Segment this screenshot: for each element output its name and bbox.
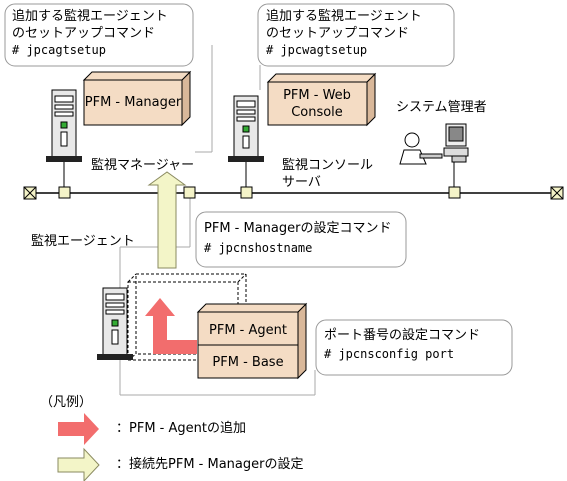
callout-text: 追加する監視エージェント xyxy=(266,8,422,24)
command-text: # jpcnsconfig port xyxy=(324,347,454,361)
callout-web-setup: 追加する監視エージェント のセットアップコマンド # jpcwagtsetup xyxy=(257,3,455,67)
network-node xyxy=(183,186,196,199)
monitoring-console-label: サーバ xyxy=(282,175,321,190)
command-text: # jpcwagtsetup xyxy=(266,43,367,57)
terminator-icon xyxy=(550,186,564,200)
component-label: Console xyxy=(291,105,343,120)
agent-add-arrow xyxy=(145,298,197,354)
connection-arrow xyxy=(147,171,187,269)
callout-text: PFM - Managerの設定コマンド xyxy=(204,220,391,236)
network-node xyxy=(58,186,71,199)
component-label: PFM - Agent xyxy=(209,323,287,338)
component-label: PFM - Base xyxy=(212,355,283,370)
server-tower-icon xyxy=(46,89,82,162)
admin-workstation-icon xyxy=(399,123,469,165)
legend-red-arrow-icon xyxy=(58,413,99,445)
legend-title: （凡例） xyxy=(40,395,92,410)
pfm-manager-box: PFM - Manager xyxy=(82,70,192,127)
callout-port: ポート番号の設定コマンド # jpcnsconfig port xyxy=(315,319,513,376)
legend-yellow-text: ：接続先PFM - Managerの設定 xyxy=(116,456,303,472)
legend: （凡例） ：PFM - Agentの追加 ：接続先PFM - Managerの設… xyxy=(40,395,303,481)
callout-agent-setup: 追加する監視エージェント のセットアップコマンド # jpcagtsetup xyxy=(4,3,194,67)
legend-yellow-arrow-icon xyxy=(57,447,100,481)
server-tower-icon xyxy=(228,95,264,162)
terminator-icon xyxy=(23,186,37,200)
callout-text: ポート番号の設定コマンド xyxy=(324,327,480,343)
legend-red-text: ：PFM - Agentの追加 xyxy=(116,420,246,436)
monitoring-agent-label: 監視エージェント xyxy=(31,233,135,249)
pfm-agent-box: PFM - Agent PFM - Base xyxy=(196,302,308,380)
system-admin-label: システム管理者 xyxy=(396,100,487,115)
monitoring-manager-label: 監視マネージャー xyxy=(91,157,194,173)
component-label: PFM - Web xyxy=(283,88,351,103)
command-text: # jpcagtsetup xyxy=(12,43,106,57)
monitoring-console-label: 監視コンソール xyxy=(282,157,373,173)
component-label: PFM - Manager xyxy=(85,95,182,110)
network-node xyxy=(240,186,253,199)
network-node xyxy=(448,186,461,199)
callout-text: 追加する監視エージェント xyxy=(12,8,168,24)
callout-text: のセットアップコマンド xyxy=(12,26,155,41)
pfm-web-console-box: PFM - Web Console xyxy=(266,72,377,127)
callout-hostname: PFM - Managerの設定コマンド # jpcnshostname xyxy=(195,211,407,268)
server-tower-icon xyxy=(97,287,133,360)
callout-text: のセットアップコマンド xyxy=(266,26,409,41)
command-text: # jpcnshostname xyxy=(204,241,312,255)
